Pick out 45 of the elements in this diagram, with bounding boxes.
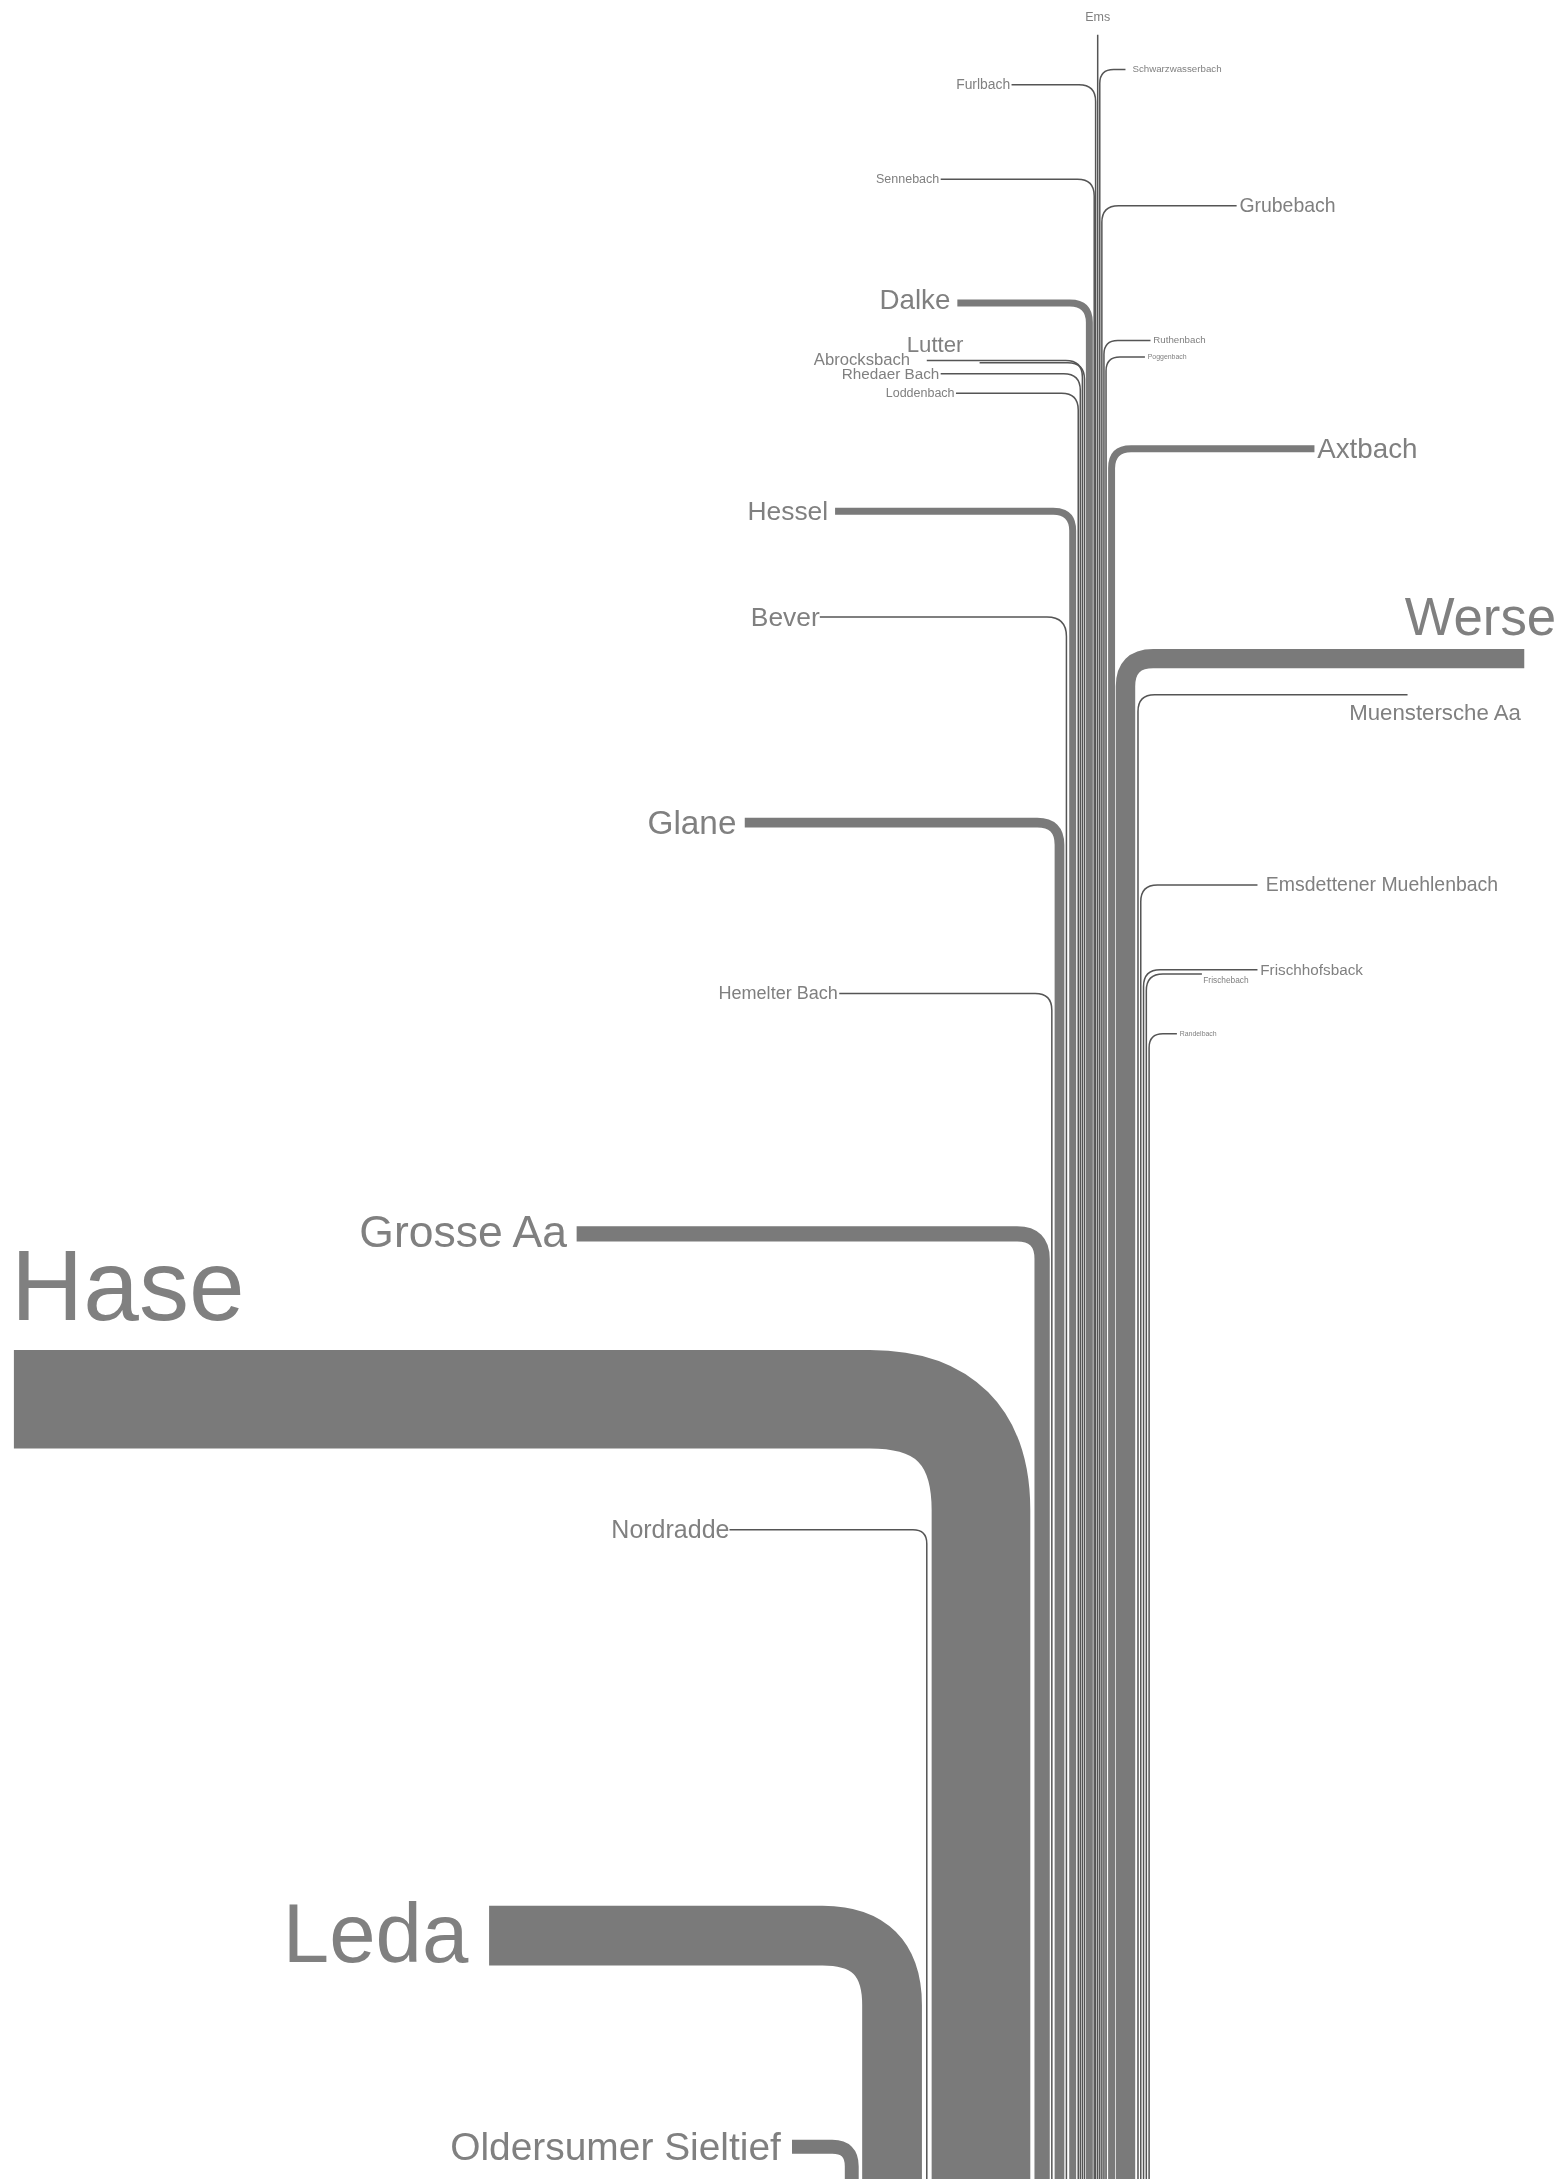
river-line <box>728 1529 928 2179</box>
river-name: Hemelter Bach <box>718 984 838 1003</box>
river-name: Bever <box>750 603 820 631</box>
river-name: Oldersumer Sieltief <box>450 2127 781 2167</box>
river-line <box>1115 648 1525 2179</box>
river-name: Nordradde <box>611 1517 730 1543</box>
river-line <box>489 1905 922 2179</box>
river-line <box>1148 1033 1178 2179</box>
river-name: Emsdettener Muehlenbach <box>1265 875 1499 895</box>
river-name: Leda <box>282 1892 469 1976</box>
river-name: Werse <box>1404 590 1557 644</box>
river-name: Muenstersche Aa <box>1349 701 1521 724</box>
river-name: Loddenbach <box>885 386 955 400</box>
river-line <box>978 361 1086 2179</box>
river-line <box>1101 204 1238 2179</box>
river-name: Glane <box>647 805 737 840</box>
river-line <box>819 616 1068 2179</box>
river-name: Hase <box>11 1235 245 1336</box>
river-line <box>13 1349 1031 2179</box>
river-name: Ruthenbach <box>1153 335 1206 346</box>
river-line <box>1010 84 1097 2179</box>
river-line <box>957 299 1093 2179</box>
river-name: Schwarzwasserbach <box>1132 64 1222 75</box>
river-line <box>838 992 1053 2179</box>
river-line <box>1103 339 1152 2179</box>
river-name: Ems <box>1085 10 1111 23</box>
river-line <box>939 178 1095 2179</box>
river-name: Furlbach <box>956 77 1011 92</box>
river-name: Hessel <box>747 498 829 525</box>
river-line <box>1137 694 1409 2179</box>
river-line <box>1105 356 1146 2179</box>
river-line <box>1099 68 1127 2179</box>
river-name: Grosse Aa <box>359 1210 567 1255</box>
river-line <box>576 1226 1050 2179</box>
river-name: Frischebach <box>1203 975 1249 984</box>
river-line <box>1145 973 1203 2179</box>
river-name: Dalke <box>879 286 951 314</box>
river-name: Grubebach <box>1239 195 1336 216</box>
river-name: Sennebach <box>876 173 940 186</box>
river-name: Axtbach <box>1317 434 1418 463</box>
river-line <box>744 817 1065 2179</box>
river-line <box>1108 445 1315 2179</box>
river-name: Rhedaer Bach <box>841 366 940 382</box>
river-line <box>1096 34 1099 2179</box>
river-name: Frischhofsback <box>1260 962 1363 978</box>
